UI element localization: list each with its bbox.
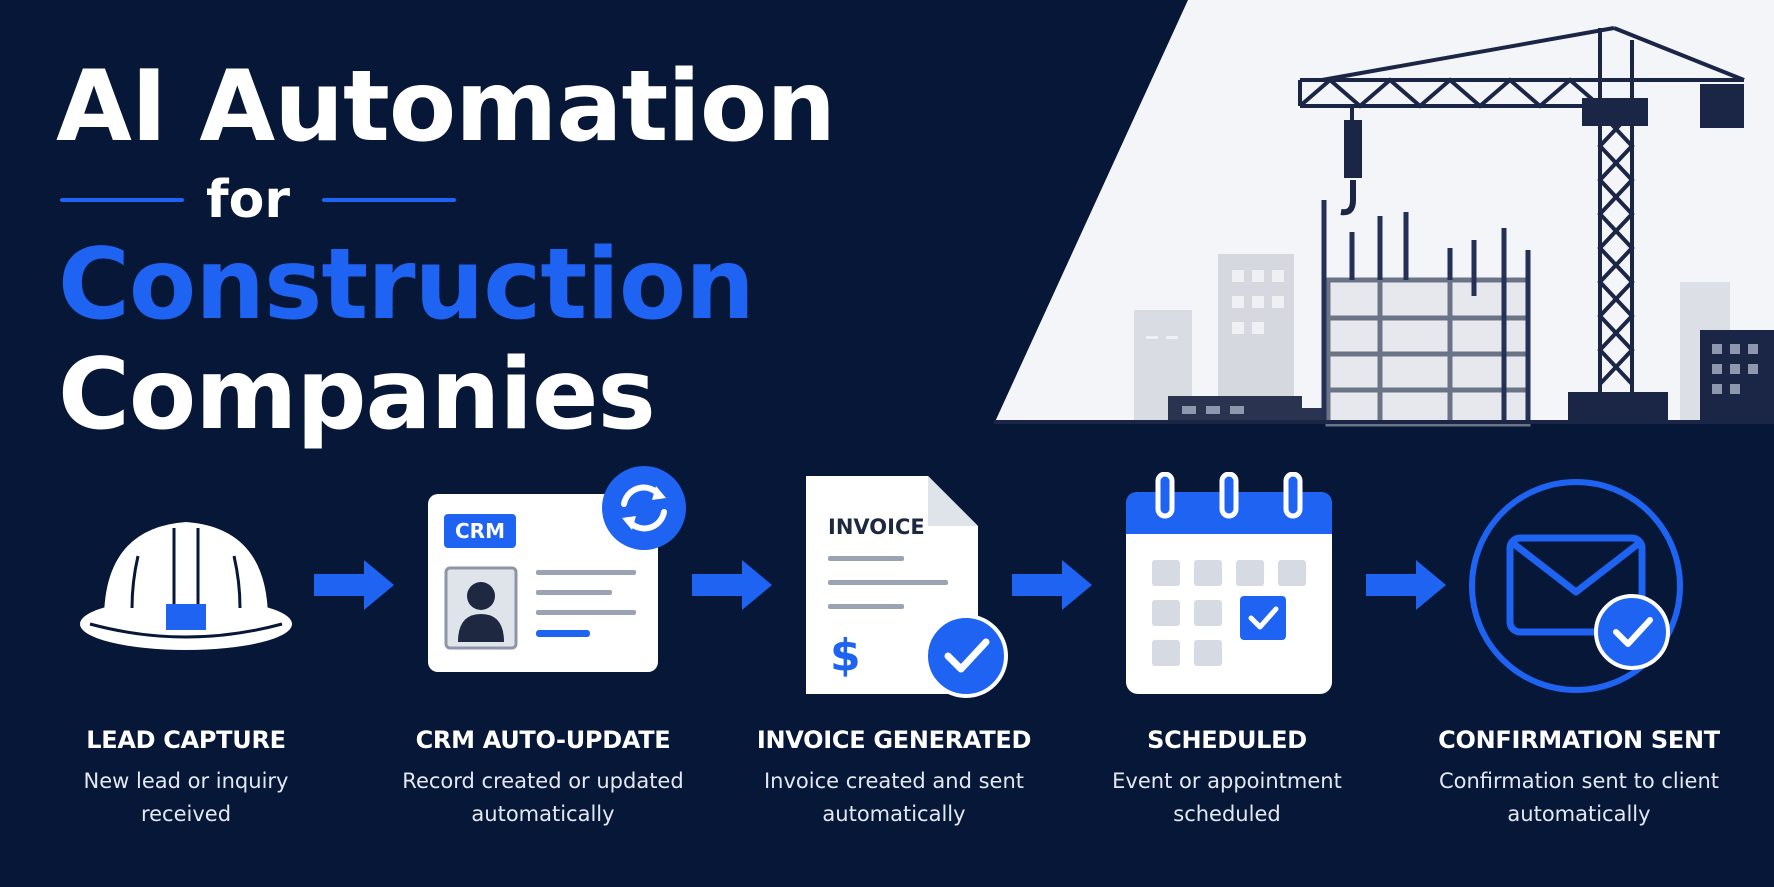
envelope-check-icon (1469, 479, 1683, 693)
step-description: Invoice created and sent automatically (734, 765, 1054, 831)
step-description: Record created or updated automatically (383, 765, 703, 831)
step-title: LEAD CAPTURE (86, 726, 286, 754)
step-title: INVOICE GENERATED (756, 726, 1032, 754)
arrow-right-icon (314, 560, 394, 610)
crm-badge-text: CRM (455, 519, 505, 543)
step-description: Confirmation sent to client automaticall… (1419, 765, 1739, 831)
step-crm-auto-update: CRM AUTO-UPDATE Record created or update… (383, 725, 703, 831)
step-title: CRM AUTO-UPDATE (415, 726, 671, 754)
title-line-2: for (206, 170, 290, 230)
step-desc-line: received (140, 802, 232, 826)
arrow-right-icon (1366, 560, 1446, 610)
divider-left (60, 198, 184, 202)
invoice-badge-text: INVOICE (828, 515, 925, 539)
dollar-icon: $ (830, 630, 861, 681)
invoice-icon: INVOICE $ (806, 476, 1008, 698)
step-scheduled: SCHEDULED Event or appointment scheduled (1067, 725, 1387, 831)
construction-skyline-illustration (0, 0, 1774, 430)
step-confirmation-sent: CONFIRMATION SENT Confirmation sent to c… (1419, 725, 1739, 831)
step-desc-line: New lead or inquiry (83, 769, 289, 793)
step-description: Event or appointment scheduled (1067, 765, 1387, 831)
step-lead-capture: LEAD CAPTURE New lead or inquiry receive… (26, 725, 346, 831)
divider-right (322, 198, 456, 202)
crm-card-icon: CRM (428, 466, 686, 672)
step-desc-line: Confirmation sent to client (1438, 769, 1720, 793)
arrow-right-icon (1012, 560, 1092, 610)
step-description: New lead or inquiry received (26, 765, 346, 831)
step-desc-line: automatically (822, 802, 966, 826)
check-icon (944, 638, 990, 673)
step-desc-line: Record created or updated (402, 769, 684, 793)
step-title: CONFIRMATION SENT (1438, 726, 1720, 754)
title-line-1: AI Automation (56, 50, 836, 164)
step-desc-line: scheduled (1173, 802, 1281, 826)
step-desc-line: automatically (471, 802, 615, 826)
step-desc-line: Invoice created and sent (763, 769, 1024, 793)
title-line-3: Construction (58, 228, 755, 342)
hard-hat-icon (80, 522, 292, 650)
calendar-icon (1126, 472, 1332, 694)
step-desc-line: Event or appointment (1112, 769, 1342, 793)
title-for-row: for (60, 174, 456, 234)
title-line-4: Companies (58, 338, 656, 452)
step-invoice-generated: INVOICE GENERATED Invoice created and se… (734, 725, 1054, 831)
step-title: SCHEDULED (1147, 726, 1307, 754)
step-desc-line: automatically (1507, 802, 1651, 826)
arrow-right-icon (692, 560, 772, 610)
